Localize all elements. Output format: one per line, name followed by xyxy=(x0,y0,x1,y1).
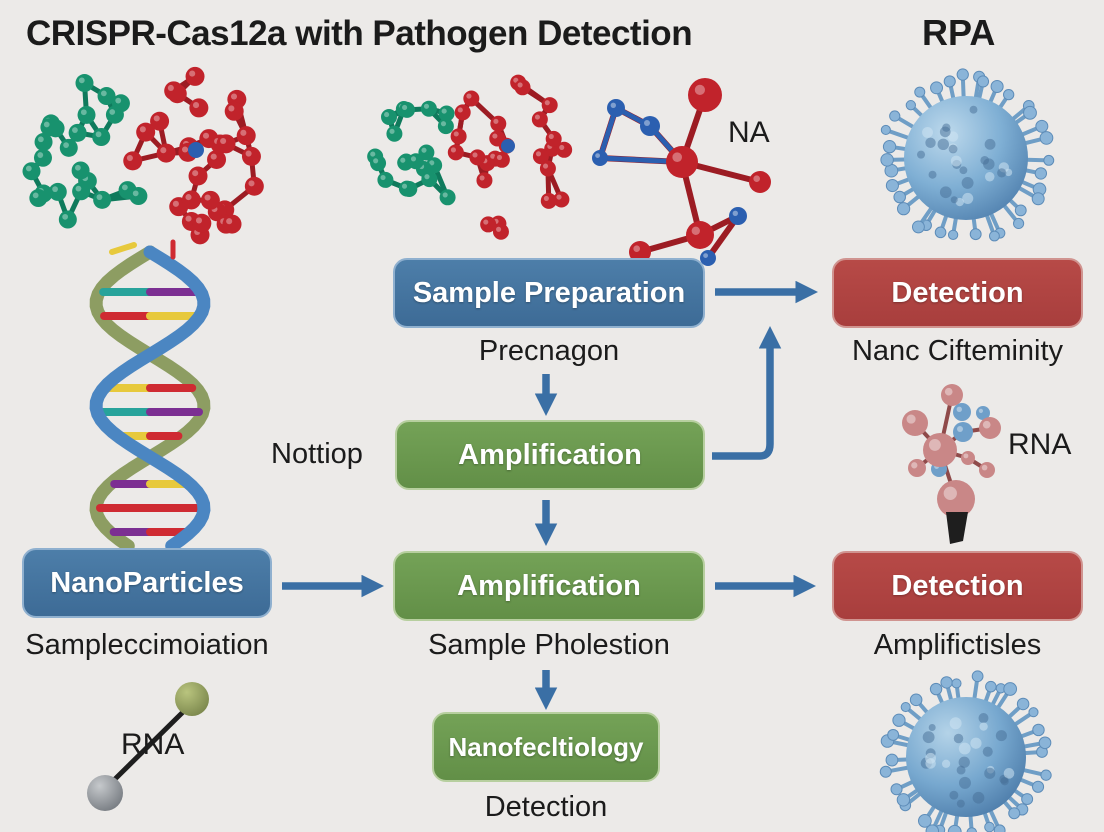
sample-preparation-caption: Precnagon xyxy=(478,335,620,367)
rna-bottom-left-label: RNA xyxy=(121,728,185,761)
detection-top-node: Detection xyxy=(832,258,1083,328)
na-molecule-label: NA xyxy=(728,116,770,149)
rna-molecule-icon xyxy=(902,384,1001,544)
amplification-mid-label: Amplification xyxy=(458,438,642,471)
amplification-lower-node: Amplification xyxy=(393,551,705,621)
amplification-side-label: Nottiop xyxy=(271,438,363,470)
protein-ball-cluster-icon xyxy=(22,66,264,245)
nanotechnology-caption: Detection xyxy=(484,791,608,823)
detection-lower-caption: Amplifictisles xyxy=(873,629,1042,661)
rna-right-label: RNA xyxy=(1008,428,1072,461)
amplification-lower-caption: Sample Pholestion xyxy=(428,629,670,661)
detection-top-label: Detection xyxy=(891,276,1024,309)
sample-preparation-node: Sample Preparation xyxy=(393,258,705,328)
nanoparticles-node: NanoParticles xyxy=(22,548,272,618)
amplification-mid-node: Amplification xyxy=(395,420,705,490)
nanotechnology-node: Nanofecltiology xyxy=(432,712,660,782)
page-title: CRISPR-Cas12a with Pathogen Detection xyxy=(26,14,693,53)
nanoparticles-label: NanoParticles xyxy=(50,566,244,599)
sample-preparation-label: Sample Preparation xyxy=(412,276,686,309)
dna-double-helix-icon xyxy=(89,239,211,553)
nanoparticles-caption: Sampleccimoiation xyxy=(25,629,269,661)
flow-arrows xyxy=(282,280,818,710)
detection-lower-label: Detection xyxy=(891,569,1024,602)
detection-lower-node: Detection xyxy=(832,551,1083,621)
virus-particle-icon xyxy=(880,68,1055,242)
detection-top-caption: Nanc Cifteminity xyxy=(851,335,1064,367)
rpa-label: RPA xyxy=(922,12,996,53)
protein-ball-cluster-icon xyxy=(367,74,573,240)
nanotechnology-label: Nanofecltiology xyxy=(448,731,644,762)
amplification-lower-label: Amplification xyxy=(457,569,641,602)
two-sphere-bond-icon xyxy=(87,682,209,811)
nucleic-acid-molecule-icon xyxy=(592,78,771,266)
virus-particle-icon xyxy=(879,670,1052,832)
